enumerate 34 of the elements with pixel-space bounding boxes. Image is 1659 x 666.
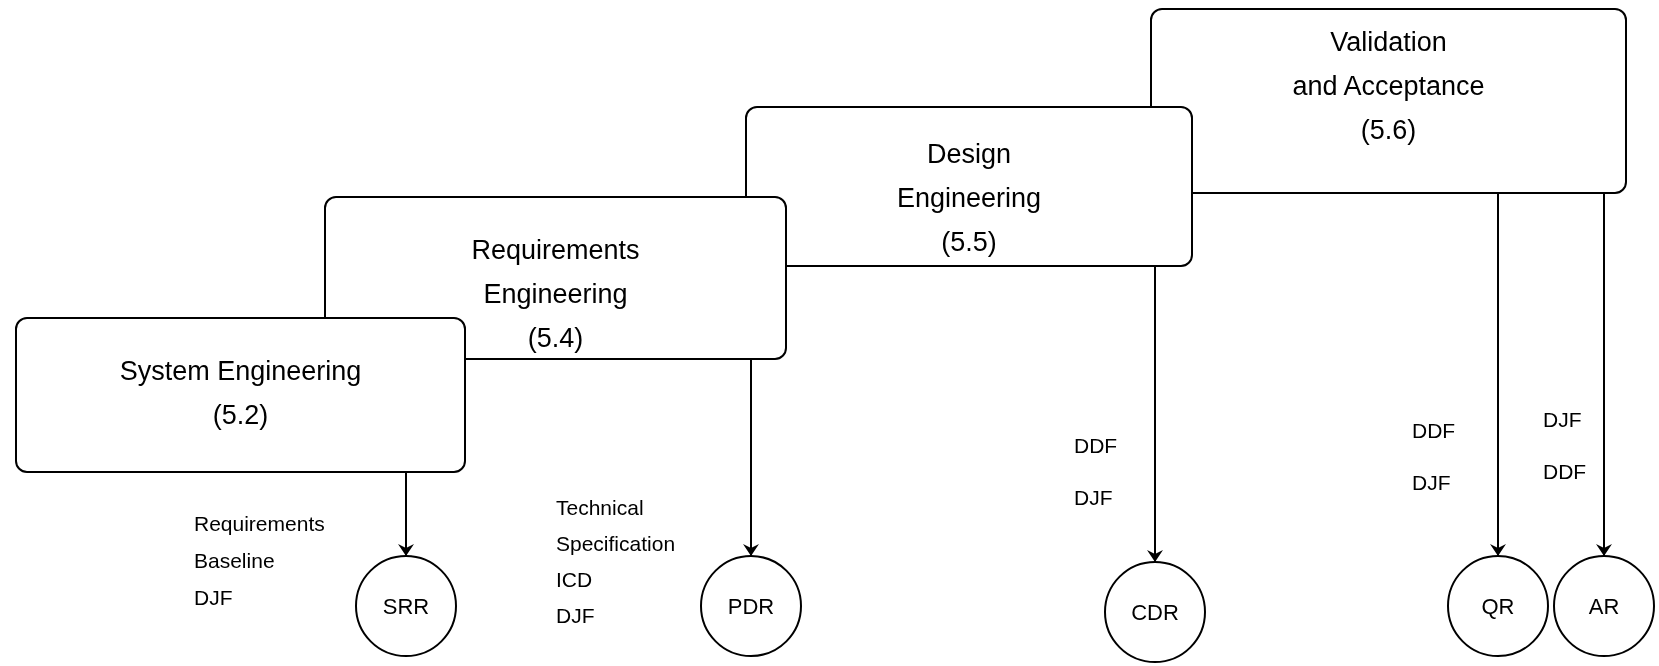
- process-box: [745, 106, 1193, 267]
- process-label: (5.6): [1360, 114, 1417, 147]
- artifact-label: DDF: [1074, 433, 1118, 459]
- process-label: Requirements Engineering: [471, 234, 640, 311]
- milestone-label: AR: [1588, 592, 1620, 621]
- artifact-label: DJF: [1412, 470, 1451, 496]
- process-label: Design Engineering: [896, 138, 1042, 215]
- process-label: (5.4): [527, 322, 584, 355]
- artifact-label: DJF: [1074, 485, 1113, 511]
- artifact-label: Requirements Baseline: [194, 511, 325, 574]
- arrow: [398, 472, 414, 556]
- milestone-label: CDR: [1131, 598, 1179, 627]
- arrow: [1596, 193, 1612, 556]
- process-label: Validation: [1330, 26, 1447, 59]
- artifact-label: Technical Specification: [556, 495, 676, 557]
- milestone-label: PDR: [727, 592, 775, 621]
- process-box: [15, 317, 466, 473]
- arrow: [1147, 266, 1163, 562]
- process-box: [1150, 8, 1627, 194]
- artifact-label: DJF: [1543, 407, 1582, 433]
- milestone-label: SRR: [382, 592, 430, 621]
- process-label: (5.2): [212, 399, 269, 432]
- artifact-label: DJF: [194, 585, 233, 611]
- process-box: [324, 196, 787, 360]
- artifact-label: DDF: [1412, 418, 1456, 444]
- artifact-label: DDF: [1543, 459, 1587, 485]
- arrow: [743, 359, 759, 556]
- process-label: and Acceptance: [1292, 70, 1485, 103]
- arrow: [1490, 193, 1506, 556]
- process-label: (5.5): [941, 226, 997, 259]
- artifact-label: ICD: [556, 567, 593, 593]
- milestone-label: QR: [1481, 592, 1515, 621]
- process-label: System Engineering: [119, 355, 362, 388]
- artifact-label: DJF: [556, 603, 595, 629]
